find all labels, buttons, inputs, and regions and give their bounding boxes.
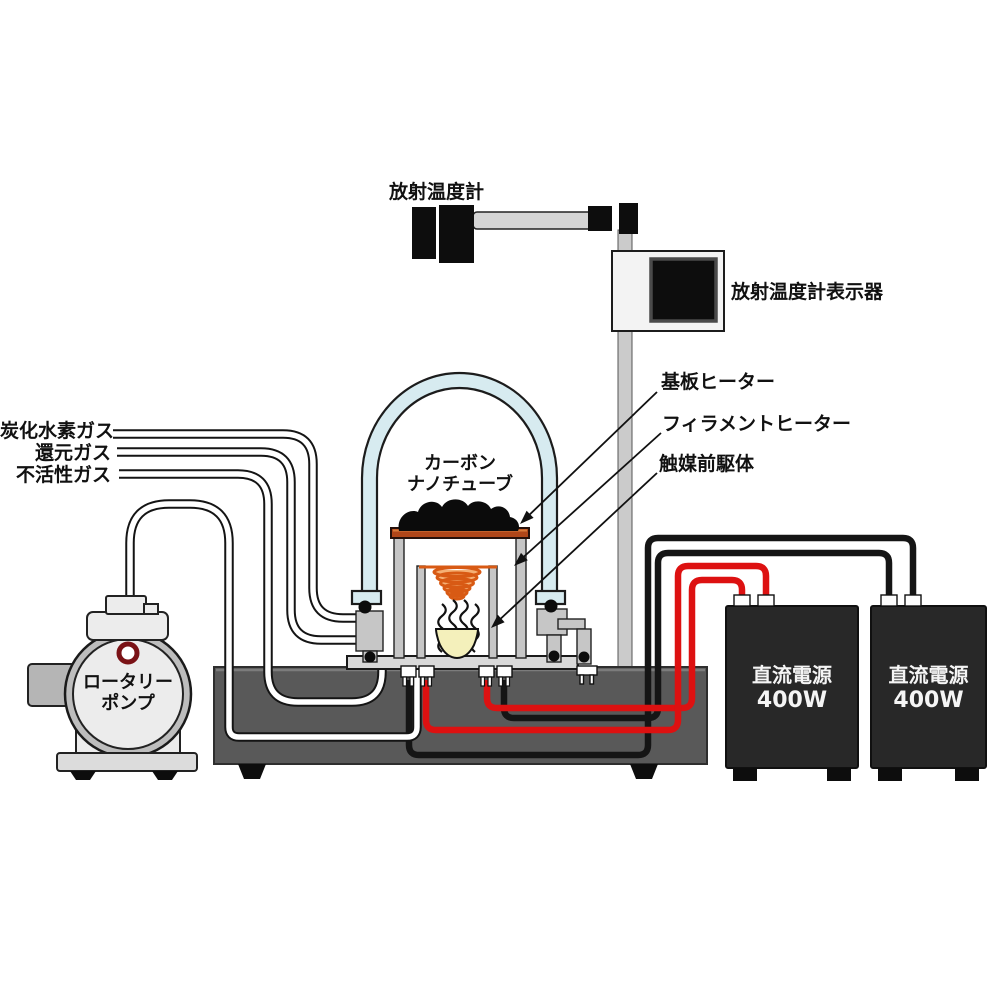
pump-foot-right (152, 771, 178, 780)
carbon-nanotube-label-line1: カーボン (424, 453, 496, 474)
thermometer-arm (472, 211, 602, 230)
arrowhead (514, 552, 528, 566)
psu-terminal (733, 594, 751, 607)
platform-foot-left (238, 764, 266, 779)
psu-left-label-line2: 400W (756, 688, 828, 713)
display-screen (649, 257, 718, 323)
psu-terminal (904, 594, 922, 607)
filament-heater-coil (432, 566, 482, 601)
substrate-heater-label: 基板ヒーター (661, 371, 776, 393)
psu-right-foot (878, 768, 902, 781)
psu-terminal (880, 594, 898, 607)
catalyst-precursor-label: 触媒前駆体 (659, 453, 755, 475)
filament-heater-leader (517, 432, 662, 563)
psu-left-foot (827, 768, 851, 781)
carbon-nanotube-deposit (398, 499, 520, 531)
power-wires (405, 534, 917, 759)
dc-power-supply-right (870, 594, 987, 781)
arrowhead (520, 510, 534, 524)
chamber-internals (390, 499, 530, 660)
bell-jar-glass-wall (360, 371, 559, 602)
right-support-arm (557, 618, 586, 630)
psu-left-foot (733, 768, 757, 781)
carbon-nanotube-label-line2: ナノチューブ (406, 474, 514, 495)
radiation-thermometer-label: 放射温度計 (389, 181, 485, 203)
pump-oil-sight-glass (116, 641, 140, 665)
pump-inlet-step (143, 603, 159, 615)
rotary-pump-label: ロータリー ポンプ (53, 672, 203, 714)
catalyst-precursor-leader (494, 472, 658, 625)
radiation-display-label: 放射温度計表示器 (731, 281, 884, 303)
psu-left-label-line1: 直流電源 (752, 663, 832, 687)
leader-lines (491, 391, 662, 628)
rotary-pump-icon (27, 595, 198, 780)
psu-right-body (870, 605, 987, 769)
filament-heater-label: フィラメントヒーター (662, 413, 852, 435)
substrate-heater-leader (523, 391, 658, 521)
rotary-pump-label-line1: ロータリー (83, 672, 173, 693)
pump-head (86, 611, 169, 641)
psu-right-label-line1: 直流電源 (888, 663, 969, 687)
psu-right-label-line2: 400W (893, 688, 964, 713)
hydrocarbon-gas-label: 炭化水素ガス (0, 420, 115, 442)
inert-gas-label: 不活性ガス (15, 464, 111, 486)
arrowhead (491, 614, 505, 628)
hydrocarbon-gas-tube (113, 429, 372, 623)
o-ring (544, 599, 558, 613)
gas-and-vacuum-tubes (113, 429, 422, 742)
positive-wire-outer (422, 562, 770, 734)
o-ring (548, 650, 560, 662)
clamp-bolt (576, 665, 598, 676)
feedthrough-terminals (400, 665, 513, 687)
feedthrough-pins (402, 676, 511, 687)
psu-left-label: 直流電源 400W (726, 662, 858, 714)
radiation-thermometer-icon (412, 203, 638, 263)
pump-inlet-connector (105, 595, 147, 615)
left-flange-bracket (355, 610, 384, 652)
o-ring (578, 651, 590, 663)
positive-wire-inner (483, 576, 746, 712)
feedthrough-terminal (496, 665, 513, 678)
carbon-nanotube-label: カーボン ナノチューブ (360, 453, 560, 495)
negative-wire-inner (500, 549, 893, 722)
o-ring (358, 600, 372, 614)
dc-power-supply-left (725, 594, 859, 781)
thermometer-body (439, 205, 474, 263)
rotary-pump-label-line2: ポンプ (101, 693, 155, 714)
pump-base (56, 752, 198, 772)
substrate-leg-left (393, 536, 405, 659)
filament-post-left (416, 565, 426, 659)
feedthrough-terminal (478, 665, 495, 678)
flange-hardware (355, 599, 598, 685)
filament-post-right (488, 565, 498, 659)
psu-right-foot (955, 768, 979, 781)
platform (213, 666, 708, 779)
o-ring (364, 651, 376, 663)
psu-terminal (757, 594, 775, 607)
feedthrough-terminal (400, 665, 417, 678)
catalyst-crucible (434, 628, 480, 660)
negative-wire-outer (405, 534, 917, 759)
pole-clamp-left (588, 206, 612, 231)
thermometer-display-icon (611, 250, 725, 332)
pole-clamp-right (619, 203, 638, 234)
psu-right-label: 直流電源 400W (871, 662, 986, 714)
reducing-gas-label: 還元ガス (34, 442, 111, 464)
pump-foot-left (70, 771, 96, 780)
psu-left-body (725, 605, 859, 769)
feedthrough-terminal (418, 665, 435, 678)
platform-foot-right (630, 764, 658, 779)
thermometer-lens (412, 207, 436, 259)
